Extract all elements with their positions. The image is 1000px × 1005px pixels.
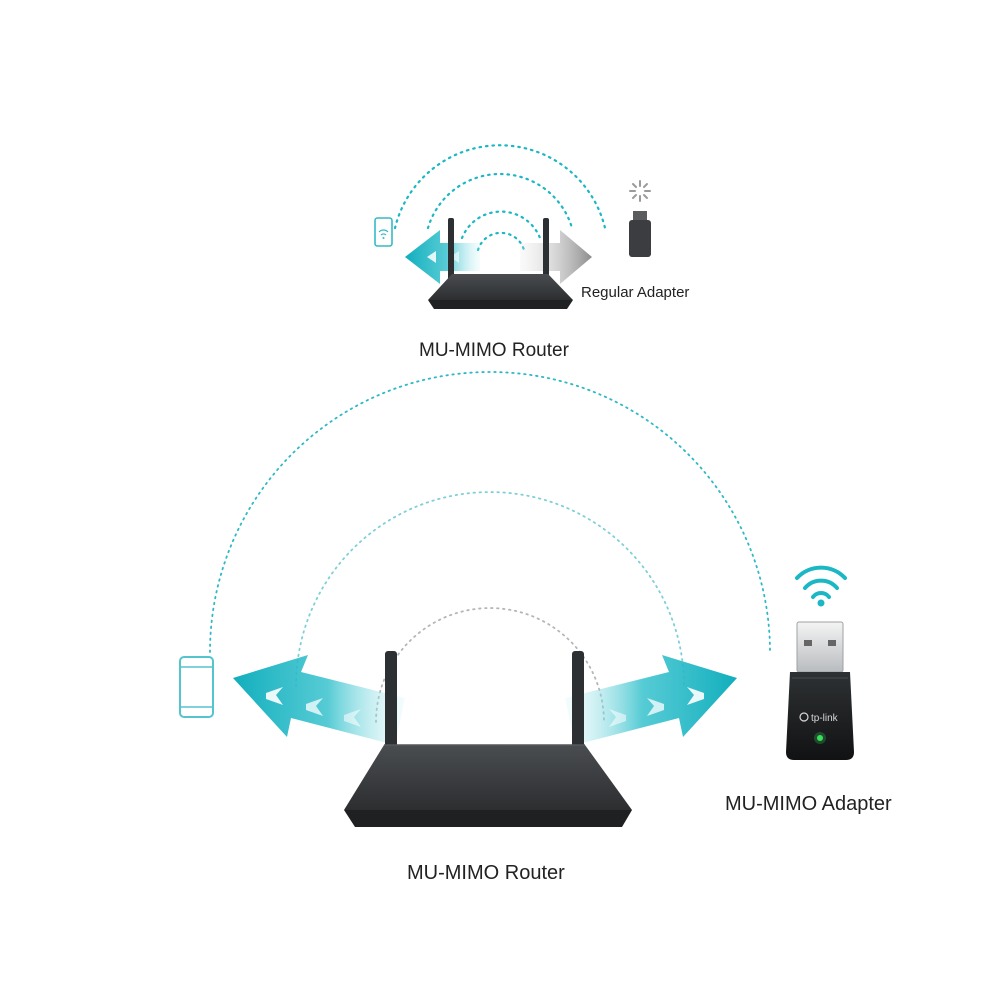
bottom-left-arrow [233, 655, 405, 745]
top-phone-icon [375, 218, 392, 246]
top-router-base [428, 300, 573, 309]
bottom-scene: tp-link [180, 372, 854, 827]
router-body [344, 745, 632, 810]
top-router-label: MU-MIMO Router [419, 340, 569, 362]
wifi-icon [797, 568, 845, 607]
loading-spinner-icon [630, 181, 650, 201]
bottom-phone-icon [180, 657, 213, 717]
bottom-router-label: MU-MIMO Router [407, 862, 565, 885]
usb-plug [797, 622, 843, 672]
regular-adapter-icon [629, 211, 651, 257]
mu-mimo-adapter-icon: tp-link [786, 622, 854, 760]
top-router-body [428, 274, 573, 300]
router-base [344, 810, 632, 827]
adapter-brand-text: tp-link [811, 713, 839, 724]
top-signal-arcs [395, 145, 605, 250]
mu-mimo-adapter-label: MU-MIMO Adapter [725, 793, 892, 816]
regular-adapter-label: Regular Adapter [581, 284, 689, 301]
